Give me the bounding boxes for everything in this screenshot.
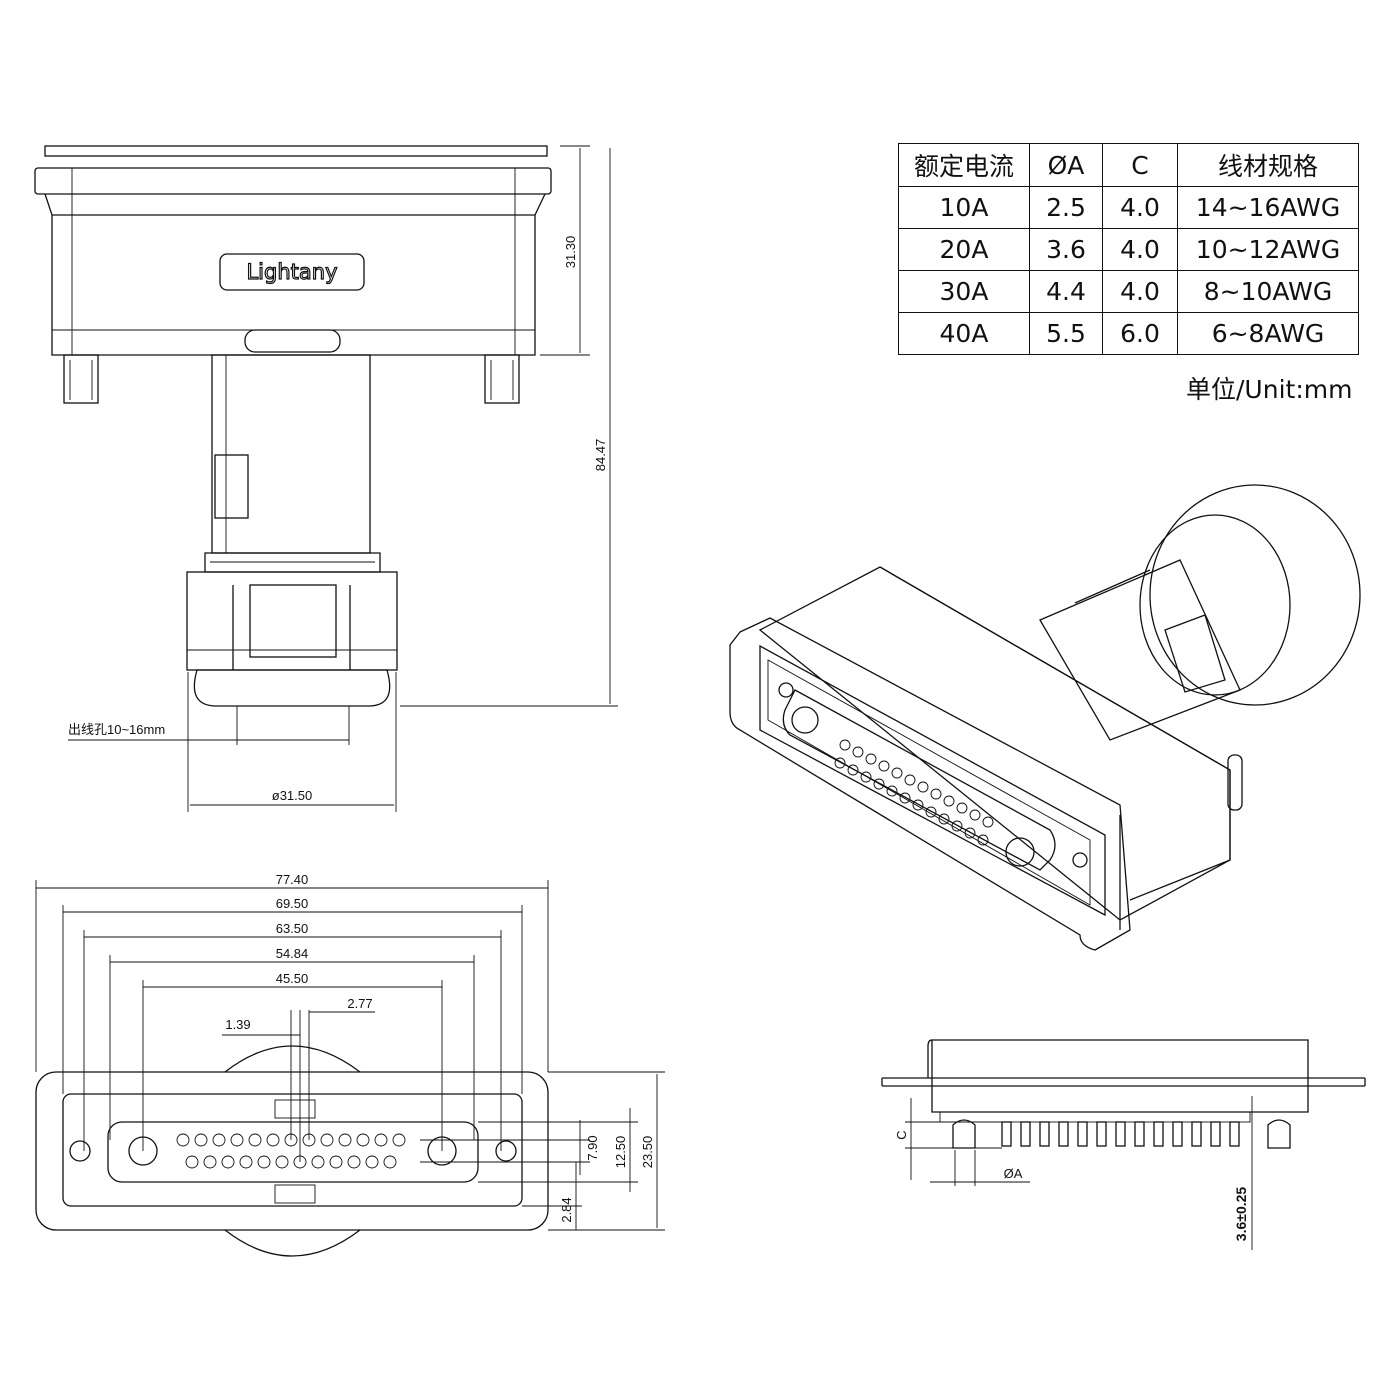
table-cell: 6~8AWG xyxy=(1177,312,1359,355)
table-cell: 20A xyxy=(898,228,1030,271)
dim-height-2-84: 2.84 xyxy=(559,1197,574,1222)
dim-width-69-50: 69.50 xyxy=(276,896,309,911)
dim-pitch-2-77: 2.77 xyxy=(347,996,372,1011)
dim-c-label: C xyxy=(894,1130,909,1139)
side-pin-array xyxy=(1001,1121,1240,1147)
spec-table: 额定电流 ØA C 线材规格 10A 2.5 4.0 14~16AWG 20A … xyxy=(898,143,1359,355)
table-row: 40A 5.5 6.0 6~8AWG xyxy=(898,312,1359,355)
dim-width-45-50: 45.50 xyxy=(276,971,309,986)
dim-nut-diameter: ø31.50 xyxy=(272,788,312,803)
table-cell: 4.0 xyxy=(1102,270,1178,313)
dim-pitch-1-39: 1.39 xyxy=(225,1017,250,1032)
dim-pin-length: 3.6±0.25 xyxy=(1233,1187,1249,1242)
dim-width-63-50: 63.50 xyxy=(276,921,309,936)
dim-height-23-50: 23.50 xyxy=(640,1136,655,1169)
table-row: 30A 4.4 4.0 8~10AWG xyxy=(898,270,1359,313)
table-cell: 2.5 xyxy=(1029,186,1103,229)
table-cell: 10A xyxy=(898,186,1030,229)
top-view: Lightany 31.30 84.47 出线孔10~1 xyxy=(34,145,618,812)
unit-note: 单位/Unit:mm xyxy=(1186,375,1353,404)
table-cell: 40A xyxy=(898,312,1030,355)
table-cell: 4.0 xyxy=(1102,228,1178,271)
table-cell: 4.4 xyxy=(1029,270,1103,313)
brand-logo-text: Lightany xyxy=(246,260,337,284)
header-wire-gauge: 线材规格 xyxy=(1177,143,1359,187)
dim-width-54-84: 54.84 xyxy=(276,946,309,961)
dim-cable-hole: 出线孔10~16mm xyxy=(68,722,165,737)
table-cell: 30A xyxy=(898,270,1030,313)
dim-width-77-40: 77.40 xyxy=(276,872,309,887)
spec-table-header: 额定电流 ØA C 线材规格 xyxy=(898,143,1359,187)
dim-height-12-50: 12.50 xyxy=(613,1136,628,1169)
header-diameter-a: ØA xyxy=(1029,143,1103,187)
isometric-view xyxy=(729,484,1361,951)
table-row: 10A 2.5 4.0 14~16AWG xyxy=(898,186,1359,229)
header-rated-current: 额定电流 xyxy=(898,143,1030,187)
dim-height-7-90: 7.90 xyxy=(585,1135,600,1160)
front-view: 77.40 69.50 63.50 54.84 45.50 2.77 1.39 … xyxy=(35,872,665,1257)
table-cell: 4.0 xyxy=(1102,186,1178,229)
iso-contact-array xyxy=(834,739,994,846)
table-cell: 3.6 xyxy=(1029,228,1103,271)
table-cell: 5.5 xyxy=(1029,312,1103,355)
table-cell: 8~10AWG xyxy=(1177,270,1359,313)
table-cell: 14~16AWG xyxy=(1177,186,1359,229)
table-cell: 10~12AWG xyxy=(1177,228,1359,271)
side-view: C ØA 3.6±0.25 xyxy=(881,1039,1366,1250)
header-c: C xyxy=(1102,143,1178,187)
dim-height-31-30: 31.30 xyxy=(563,236,578,269)
table-row: 20A 3.6 4.0 10~12AWG xyxy=(898,228,1359,271)
table-cell: 6.0 xyxy=(1102,312,1178,355)
dim-height-84-47: 84.47 xyxy=(593,439,608,472)
front-contact-array xyxy=(176,1133,406,1169)
dim-a-label: ØA xyxy=(1004,1166,1023,1181)
brand-plate xyxy=(219,253,365,291)
